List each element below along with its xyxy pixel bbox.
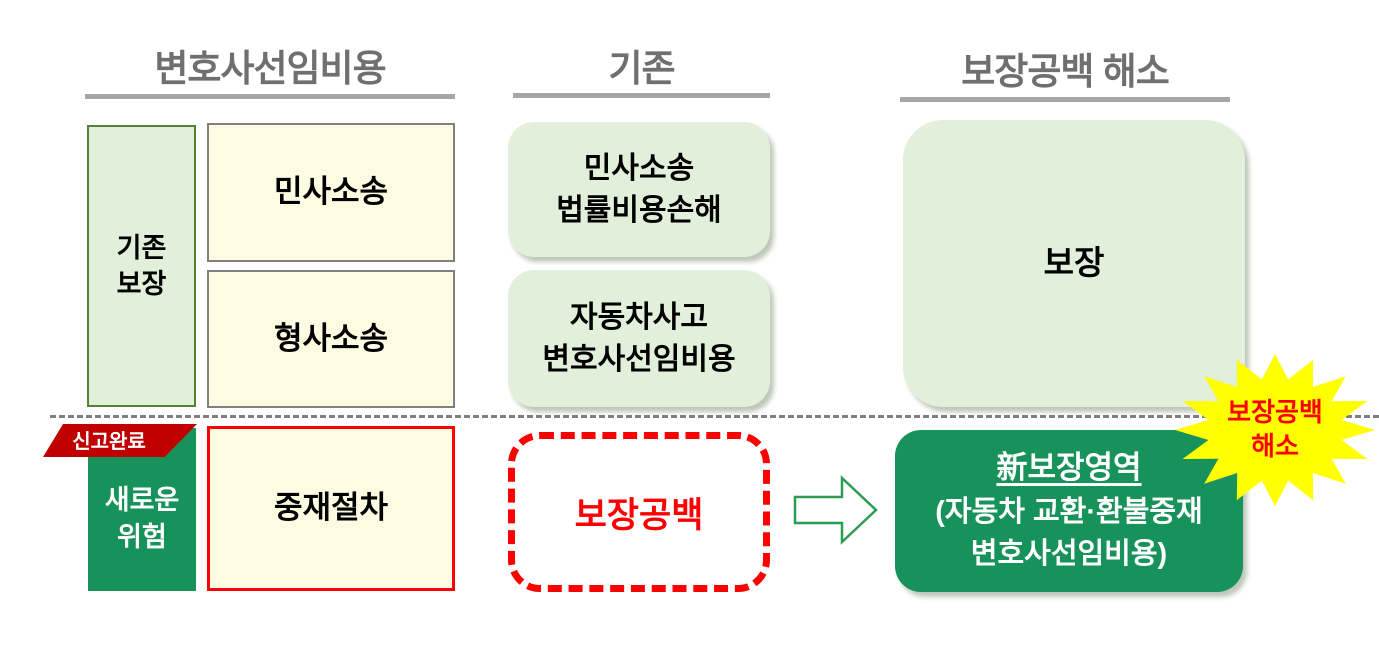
existing-coverage-label: 기존 보장 [116, 232, 167, 299]
arbitration-box: 중재절차 [207, 426, 455, 591]
header-attorney-fees-underline [85, 94, 455, 99]
new-coverage-area-line3: 변호사선임비용) [970, 538, 1168, 571]
coverage-label: 보장 [1043, 244, 1105, 282]
dashed-divider [50, 415, 1379, 418]
auto-accident-attorney-box: 자동차사고 변호사선임비용 [508, 270, 770, 407]
auto-accident-attorney-label: 자동차사고 변호사선임비용 [542, 300, 736, 376]
existing-coverage-side-box: 기존 보장 [87, 125, 196, 407]
criminal-suit-box: 형사소송 [207, 270, 455, 408]
new-coverage-area-title: 新보장영역 [996, 450, 1142, 486]
civil-suit-box: 민사소송 [207, 123, 455, 262]
header-attorney-fees: 변호사선임비용 [154, 48, 386, 89]
civil-legal-cost-label: 민사소송 법률비용손해 [556, 151, 722, 227]
coverage-gap-label: 보장공백 [574, 495, 704, 535]
criminal-suit-label: 형사소송 [273, 320, 389, 356]
header-gap-resolution: 보장공백 해소 [961, 51, 1170, 92]
gap-resolution-starburst-label: 보장공백 해소 [1227, 397, 1323, 461]
report-complete-label: 신고완료 [72, 431, 146, 453]
arbitration-label: 중재절차 [273, 490, 389, 526]
new-risk-label: 새로운 위험 [104, 485, 180, 552]
header-existing-underline [513, 93, 770, 98]
new-coverage-area-line2: (자동차 교환·환불중재 [935, 496, 1203, 529]
coverage-box: 보장 [903, 120, 1245, 407]
coverage-gap-box: 보장공백 [508, 432, 770, 592]
header-existing: 기존 [608, 48, 675, 89]
header-gap-resolution-underline [900, 97, 1230, 102]
civil-legal-cost-box: 민사소송 법률비용손해 [508, 122, 770, 257]
right-block-arrow-icon [793, 466, 879, 554]
gap-resolution-starburst: 보장공백 해소 [1175, 354, 1375, 506]
new-coverage-area-box: 新보장영역 (자동차 교환·환불중재 변호사선임비용) [895, 430, 1243, 592]
civil-suit-label: 민사소송 [273, 174, 389, 210]
